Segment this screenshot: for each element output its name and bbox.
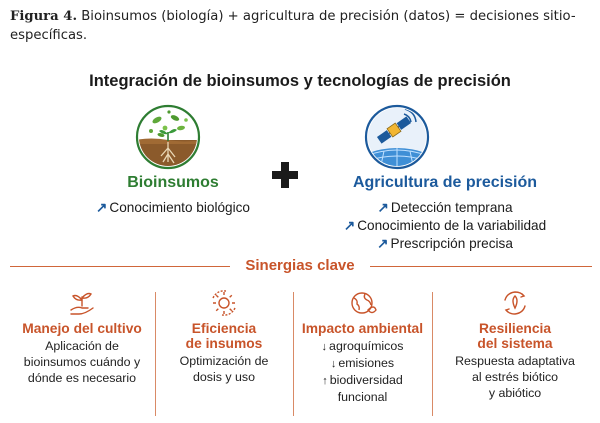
synergy-card-eficiencia: Eficiencia de insumos Optimización de do… (158, 288, 290, 385)
card-desc-line: bioinsumos cuándo y (23, 355, 141, 369)
card-title: Eficiencia (191, 321, 257, 336)
figure-caption-text: Bioinsumos (biología) + agricultura de p… (10, 9, 576, 43)
synergies-rule-right (370, 266, 592, 267)
microbes-plant-icon (135, 104, 201, 174)
figure-label: Figura 4. (10, 9, 78, 24)
agri-bullet: ↗Conocimiento de la variabilidad (325, 218, 565, 234)
card-desc-line: Optimización de (179, 354, 269, 368)
card-title: Manejo del cultivo (22, 321, 142, 336)
bioinsumos-title: Bioinsumos (127, 174, 219, 191)
arrow-up-right-icon: ↗ (96, 200, 108, 215)
agri-bullet-text: Prescripción precisa (390, 236, 513, 251)
card-desc-line: dónde es necesario (27, 371, 137, 385)
globe-leaf-icon (350, 292, 377, 314)
card-desc-line: y abiótico (488, 386, 542, 400)
gear-cycle-icon (212, 290, 236, 316)
synergy-card-resiliencia: Resiliencia del sistema Respuesta adapta… (436, 288, 594, 401)
arrow-up-right-icon: ↗ (377, 236, 389, 251)
synergy-card-manejo: Manejo del cultivo Aplicación de bioinsu… (12, 288, 152, 386)
card-divider (155, 292, 156, 416)
synergy-card-impacto: Impacto ambiental ↓agroquímicos ↓emision… (296, 288, 429, 405)
plus-icon (272, 162, 298, 188)
card-desc-line: ↑biodiversidad (296, 372, 429, 389)
card-desc-line: Aplicación de (45, 339, 119, 353)
arrow-up-right-icon: ↗ (377, 200, 389, 215)
diagram-heading: Integración de bioinsumos y tecnologías … (89, 72, 511, 90)
bio-bullet: ↗Conocimiento biológico (88, 200, 258, 216)
card-title: de insumos (185, 336, 263, 351)
arrow-up-icon: ↑ (322, 375, 328, 387)
sprout-hand-icon (70, 292, 94, 315)
card-desc-line: ↓emisiones (296, 355, 429, 372)
figure-caption: Figura 4. Bioinsumos (biología) + agricu… (10, 7, 592, 45)
agri-bullet-text: Detección temprana (390, 200, 513, 215)
card-title: Resiliencia (478, 321, 552, 336)
agri-bullet-text: Conocimiento de la variabilidad (357, 218, 547, 233)
arrow-down-icon: ↓ (321, 341, 328, 353)
card-desc-line: Respuesta adaptativa (455, 354, 575, 368)
card-title: Impacto ambiental (301, 321, 424, 336)
shield-cycle-icon (504, 291, 526, 315)
card-desc-line: al estrés biótico (471, 370, 559, 384)
arrow-down-icon: ↓ (330, 358, 337, 370)
agri-bullet: ↗Prescripción precisa (325, 236, 565, 252)
bio-bullet-text: Conocimiento biológico (109, 200, 250, 215)
synergies-rule-left (10, 266, 230, 267)
synergies-title: Sinergias clave (245, 257, 355, 274)
card-desc-line: funcional (296, 389, 429, 405)
satellite-icon (364, 104, 430, 174)
arrow-up-right-icon: ↗ (343, 218, 356, 233)
card-desc-text: emisiones (338, 356, 395, 370)
card-divider (432, 292, 433, 416)
card-desc-text: funcional (337, 390, 388, 404)
card-desc-line: ↓agroquímicos (296, 338, 429, 355)
agricultura-title: Agricultura de precisión (352, 174, 538, 191)
card-desc-line: dosis y uso (193, 370, 255, 384)
card-title: del sistema (477, 336, 553, 351)
card-desc-text: agroquímicos (329, 339, 404, 353)
agri-bullet: ↗Detección temprana (325, 200, 565, 216)
card-divider (293, 292, 294, 416)
card-desc-text: biodiversidad (329, 373, 403, 387)
